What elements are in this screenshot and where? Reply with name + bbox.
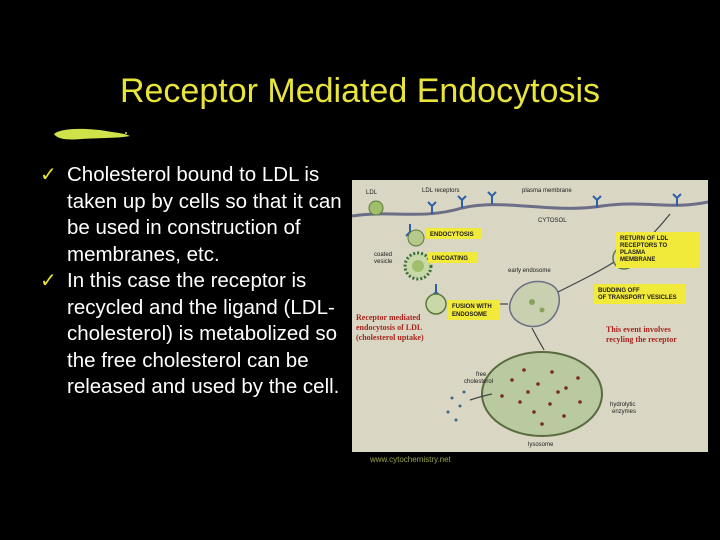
early-endosome-label: early endosome (508, 268, 551, 274)
bullet-text: In this case the receptor is recycled an… (67, 269, 340, 398)
ldl-particle-icon (368, 200, 384, 216)
plasma-membrane (352, 200, 708, 218)
budding-label: OF TRANSPORT VESICLES (598, 295, 677, 301)
brush-stroke-decoration (54, 128, 130, 140)
endocytosis-label-box (426, 228, 482, 239)
coated-vesicle-label: vesicle (374, 259, 393, 265)
arrow-free-cholesterol (469, 393, 493, 401)
rme-label: Receptor mediated (356, 313, 421, 322)
bullet-item: ✓ In this case the receptor is recycled … (40, 268, 350, 401)
endocytosis-diagram-svg: LDL LDL receptors plasma membrane CYTOSO… (352, 188, 708, 448)
lysosome-label: lysosome (528, 442, 554, 448)
uncoated-vesicle-icon (425, 293, 447, 315)
budding-label: BUDDING OFF (598, 288, 640, 294)
ldl-particle-icon (407, 229, 425, 247)
ldl-receptors-label: LDL receptors (422, 188, 459, 194)
return-label-box (616, 232, 700, 268)
free-cholesterol-dots (446, 390, 466, 422)
ldl-particle-icon (529, 299, 535, 305)
ldl-receptor-icon (672, 193, 682, 206)
coated-vesicle-label: coated (374, 252, 392, 258)
endocytosis-label: ENDOCYTOSIS (430, 232, 474, 238)
recycling-note-label: recyling the receptor (606, 335, 677, 344)
ldl-receptor-icon (457, 195, 467, 208)
endocytosis-diagram: LDL LDL receptors plasma membrane CYTOSO… (352, 180, 708, 452)
uncoating-label: UNCOATING (432, 256, 468, 262)
budding-label-box (594, 284, 686, 304)
rme-label: (cholesterol uptake) (356, 333, 424, 342)
ldl-receptor-icon (487, 191, 497, 204)
figure-credit: www.cytochemistry.net (370, 455, 451, 464)
return-label: RETURN OF LDL (620, 236, 669, 242)
uncoating-label-box (428, 252, 478, 263)
cytosol-label: CYTOSOL (538, 218, 567, 224)
hydrolytic-enzymes-label: hydrolytic (610, 402, 635, 408)
return-label: RECEPTORS TO (620, 243, 667, 249)
lysosome (481, 351, 603, 437)
hydrolytic-enzymes-label: enzymes (612, 409, 636, 415)
plasma-membrane-label: plasma membrane (522, 188, 572, 194)
fusion-label-box (448, 300, 500, 320)
ldl-receptor-icon (592, 195, 602, 208)
check-icon: ✓ (40, 270, 57, 292)
check-icon: ✓ (40, 164, 57, 186)
ldl-particle-icon (539, 307, 545, 313)
return-label: PLASMA (620, 250, 646, 256)
slide-title: Receptor Mediated Endocytosis (119, 72, 601, 110)
early-endosome (508, 280, 560, 328)
rme-label: endocytosis of LDL (356, 323, 422, 332)
return-label: MEMBRANE (620, 257, 655, 263)
arrow-to-vesicle (557, 261, 615, 293)
arrow-to-lysosome (531, 327, 545, 351)
fusion-label: ENDOSOME (452, 312, 487, 318)
fusion-label: FUSION WITH (452, 304, 492, 310)
lysosome-contents (500, 368, 582, 426)
ldl-receptor-icon (427, 201, 437, 214)
bullet-list: ✓ Cholesterol bound to LDL is taken up b… (40, 162, 350, 401)
bullet-item: ✓ Cholesterol bound to LDL is taken up b… (40, 162, 350, 268)
recycling-note-label: This event involves (606, 325, 671, 334)
free-cholesterol-label: free (476, 372, 487, 378)
ldl-particle-icon (412, 260, 424, 272)
free-cholesterol-label: cholesterol (464, 379, 493, 385)
ldl-label: LDL (366, 190, 378, 196)
bullet-text: Cholesterol bound to LDL is taken up by … (67, 163, 342, 266)
